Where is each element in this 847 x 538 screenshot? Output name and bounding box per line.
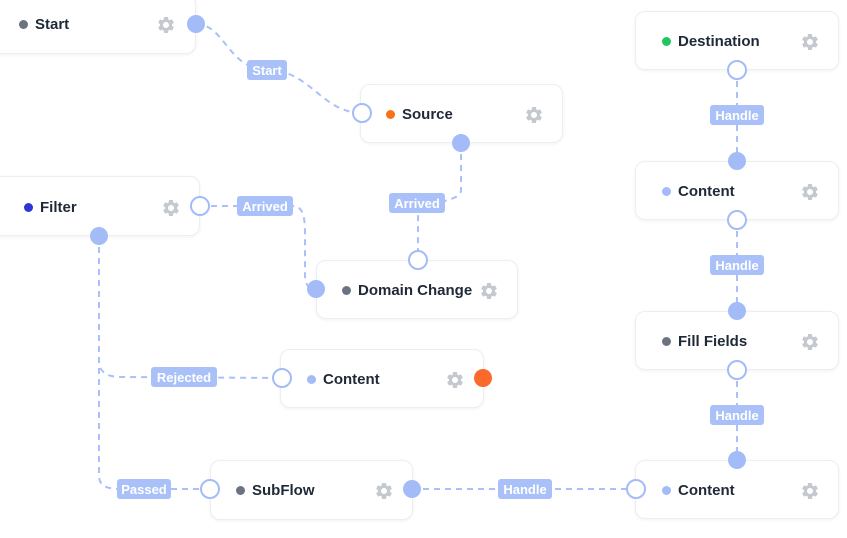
status-dot: [662, 187, 671, 196]
status-dot: [24, 203, 33, 212]
node-title: Source: [402, 106, 453, 123]
node-fill-fields[interactable]: Fill Fields: [635, 311, 839, 370]
edge-label-rejected-text: Rejected: [157, 370, 211, 385]
edge-filter-content[interactable]: [98, 236, 283, 379]
status-dot: [236, 486, 245, 495]
edge-label-start: Start: [247, 60, 287, 80]
node-title: Content: [678, 482, 735, 499]
node-title: Destination: [678, 33, 760, 50]
gear-icon[interactable]: [479, 281, 499, 301]
edge-label-handle-horizontal: Handle: [498, 479, 552, 499]
status-dot: [662, 337, 671, 346]
edge-label-rejected: Rejected: [151, 367, 217, 387]
edge-label-source-domain: Arrived: [389, 193, 445, 213]
edge-label-handle-2-text: Handle: [715, 258, 758, 273]
node-title: Filter: [40, 199, 77, 216]
edge-source-domain[interactable]: [417, 143, 462, 260]
edge-label-handle-3: Handle: [710, 405, 764, 425]
node-title: Start: [35, 16, 70, 33]
edge-label-start-text: Start: [252, 63, 282, 78]
status-dot: [386, 110, 395, 119]
gear-icon[interactable]: [800, 32, 820, 52]
edge-label-filter-domain-text: Arrived: [242, 199, 288, 214]
node-subflow[interactable]: SubFlow: [210, 460, 413, 520]
status-dot: [662, 37, 671, 46]
node-title: Content: [678, 183, 735, 200]
edge-label-handle-horizontal-text: Handle: [503, 482, 546, 497]
edge-label-passed: Passed: [117, 479, 171, 499]
node-title: Domain Change: [358, 282, 473, 299]
gear-icon[interactable]: [445, 370, 465, 390]
gear-icon[interactable]: [524, 105, 544, 125]
gear-icon[interactable]: [800, 332, 820, 352]
edge-label-handle-3-text: Handle: [715, 408, 758, 423]
node-content-top[interactable]: Content: [635, 161, 839, 220]
status-dot: [307, 375, 316, 384]
gear-icon[interactable]: [800, 182, 820, 202]
edge-filter-domain[interactable]: [200, 205, 317, 290]
edge-label-handle-1-text: Handle: [715, 108, 758, 123]
gear-icon[interactable]: [156, 15, 176, 35]
node-title: Content: [323, 371, 380, 388]
status-dot: [342, 286, 351, 295]
node-domain-change[interactable]: Domain Change: [316, 260, 518, 319]
edge-label-handle-2: Handle: [710, 255, 764, 275]
edge-label-handle-1: Handle: [710, 105, 764, 125]
gear-icon[interactable]: [374, 481, 394, 501]
node-content-bottom[interactable]: Content: [635, 460, 839, 519]
edge-filter-subflow[interactable]: [98, 236, 210, 490]
status-dot: [19, 20, 28, 29]
node-start[interactable]: Start: [0, 0, 196, 54]
node-source[interactable]: Source: [360, 84, 563, 143]
gear-icon[interactable]: [161, 198, 181, 218]
gear-icon[interactable]: [800, 481, 820, 501]
node-filter[interactable]: Filter: [0, 176, 200, 236]
edge-label-source-domain-text: Arrived: [394, 196, 440, 211]
node-title: SubFlow: [252, 482, 315, 499]
node-destination[interactable]: Destination: [635, 11, 839, 70]
edge-label-passed-text: Passed: [121, 482, 167, 497]
edge-label-filter-domain: Arrived: [237, 196, 293, 216]
status-dot: [662, 486, 671, 495]
node-title: Fill Fields: [678, 333, 748, 350]
node-content-mid[interactable]: Content: [280, 349, 484, 408]
